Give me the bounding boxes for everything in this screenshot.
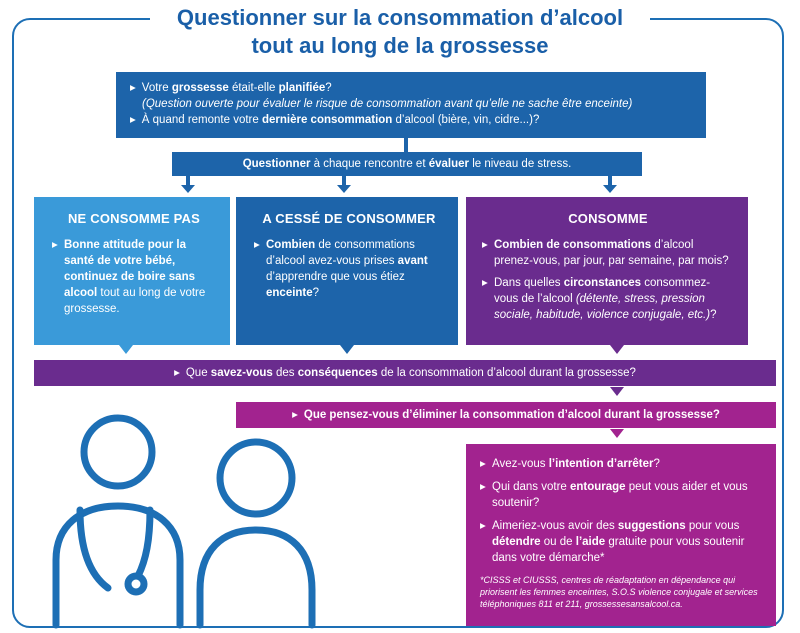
final-q1: ▸Avez-vous l’intention d’arrêter? <box>480 458 660 470</box>
arrow-head-consumes <box>603 185 617 193</box>
arrow-head-eliminate <box>610 387 624 396</box>
final-questions-box: ▸Avez-vous l’intention d’arrêter? ▸Qui d… <box>466 444 776 626</box>
arrow-head-consumes-down <box>610 345 624 354</box>
final-q2: ▸Qui dans votre entourage peut vous aide… <box>480 481 748 509</box>
title-line-2: tout au long de la grossesse <box>251 33 549 58</box>
none-text: ▸Bonne attitude pour la santé de votre b… <box>52 239 206 315</box>
consultation-illustration <box>52 414 316 629</box>
question-every-visit-bar: Questionner à chaque rencontre et évalue… <box>172 152 642 176</box>
question-last-consumption: ▸À quand remonte votre dernière consomma… <box>130 114 540 126</box>
question-planned: ▸Votre grossesse était-elle planifiée? <box>130 82 332 94</box>
stopped-text: ▸Combien de consommations d’alcool avez-… <box>254 239 428 299</box>
column-does-not-consume: NE CONSOMME PAS ▸Bonne attitude pour la … <box>34 197 230 345</box>
title-line-1: Questionner sur la consommation d’alcool <box>176 5 624 30</box>
consequences-bar: ▸Que savez-vous des conséquences de la c… <box>34 360 776 386</box>
arrow-head-none <box>181 185 195 193</box>
caregiver-icon <box>52 414 184 629</box>
column-consumes: CONSOMME ▸Combien de consommations d’alc… <box>466 197 748 345</box>
column-stopped-consuming: A CESSÉ DE CONSOMMER ▸Combien de consomm… <box>236 197 458 345</box>
final-q3: ▸Aimeriez-vous avoir des suggestions pou… <box>480 520 745 564</box>
top-questions-box: ▸Votre grossesse était-elle planifiée? (… <box>116 72 706 138</box>
connector-top-mid <box>404 138 408 152</box>
arrow-head-final <box>610 429 624 438</box>
eliminate-bar: ▸Que pensez-vous d’éliminer la consommat… <box>236 402 776 428</box>
arrow-to-stopped <box>342 176 346 186</box>
column-heading-consumes: CONSOMME <box>568 211 648 226</box>
final-footnote: *CISSS et CIUSSS, centres de réadaptatio… <box>480 575 758 609</box>
patient-icon <box>196 438 316 629</box>
stethoscope-icon <box>124 506 154 596</box>
column-heading-none: NE CONSOMME PAS <box>67 211 201 226</box>
question-planned-note: (Question ouverte pour évaluer le risque… <box>142 98 633 110</box>
arrow-to-consumes <box>608 176 612 186</box>
diagram-title: Questionner sur la consommation d’alcool… <box>150 4 650 60</box>
arrow-head-stopped <box>337 185 351 193</box>
column-heading-stopped: A CESSÉ DE CONSOMMER <box>262 211 436 226</box>
consumes-q1: ▸Combien de consommations d’alcool prene… <box>482 239 729 267</box>
consumes-q2: ▸Dans quelles circonstances consommez-vo… <box>482 277 717 321</box>
arrow-head-none-down <box>119 345 133 354</box>
arrow-to-none <box>186 176 190 186</box>
arrow-head-stopped-down <box>340 345 354 354</box>
